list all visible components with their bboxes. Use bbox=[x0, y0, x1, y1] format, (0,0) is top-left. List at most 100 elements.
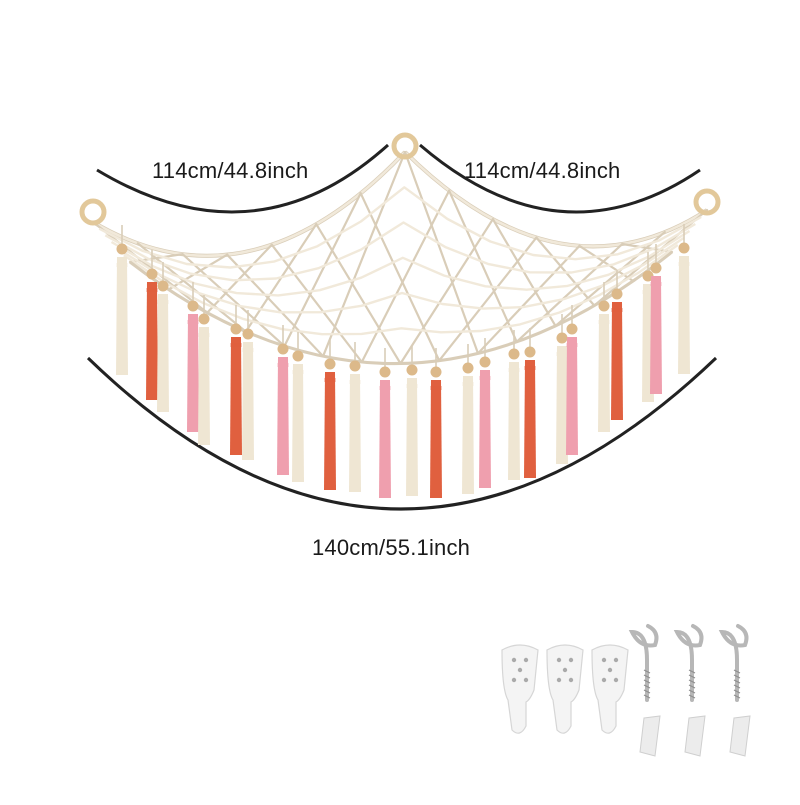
net-mesh-strand bbox=[226, 253, 325, 358]
tassel-wrap bbox=[230, 343, 242, 347]
tassel-icon bbox=[556, 314, 568, 464]
tassel-icon bbox=[678, 224, 690, 374]
tassel-icon bbox=[406, 346, 418, 496]
bead-icon bbox=[116, 243, 128, 255]
right-dimension-label: 114cm/44.8inch bbox=[464, 158, 621, 183]
screw-thread bbox=[643, 669, 651, 674]
net-bottom-edge bbox=[129, 250, 673, 365]
tassel-body bbox=[678, 256, 690, 374]
screw-hook-body bbox=[673, 624, 704, 702]
tassel-icon bbox=[611, 270, 623, 420]
screw-thread bbox=[688, 694, 696, 699]
bottom-dimension-line bbox=[86, 356, 718, 511]
net-mesh-strand bbox=[554, 231, 666, 327]
net-mesh-strand bbox=[515, 242, 624, 343]
screw-thread bbox=[733, 689, 741, 694]
net-mesh-strand bbox=[322, 150, 407, 358]
net-mesh-strand bbox=[438, 236, 538, 362]
tassel-body bbox=[116, 257, 128, 375]
tassel-body bbox=[324, 372, 336, 490]
net-mesh-strand bbox=[399, 218, 494, 365]
nail-hole bbox=[562, 667, 568, 673]
tassel-wrap bbox=[430, 386, 442, 390]
tassel-wrap bbox=[508, 368, 520, 372]
anchor-body bbox=[729, 715, 751, 757]
tassel-icon bbox=[157, 262, 169, 412]
left-dimension-line bbox=[96, 143, 390, 214]
tassel-wrap bbox=[524, 366, 536, 370]
bottom-dimension-label: 140cm/55.1inch bbox=[312, 535, 471, 560]
tassel-icon bbox=[598, 282, 610, 432]
tassel-body bbox=[242, 342, 254, 460]
tassel-icon bbox=[566, 305, 578, 455]
nail-hole bbox=[607, 667, 613, 673]
bead-icon bbox=[566, 323, 578, 335]
tassel-wrap bbox=[566, 343, 578, 347]
wood-rings bbox=[79, 132, 721, 226]
net-mesh-strand bbox=[270, 243, 363, 364]
nail-hole bbox=[511, 677, 517, 683]
bead-icon bbox=[650, 262, 662, 274]
screw-hook-icon bbox=[718, 624, 749, 702]
tassel-wrap bbox=[556, 352, 568, 356]
tassel-fringe bbox=[116, 224, 690, 498]
nail-hole bbox=[556, 677, 562, 683]
tassel-body bbox=[650, 276, 662, 394]
tassel-wrap bbox=[678, 262, 690, 266]
bead-icon bbox=[187, 300, 199, 312]
screw-hook-icon bbox=[628, 624, 659, 702]
hook-plate bbox=[591, 644, 629, 734]
net-mesh-strand bbox=[181, 253, 286, 348]
tassel-wrap bbox=[324, 378, 336, 382]
bead-icon bbox=[524, 346, 536, 358]
tassel-body bbox=[379, 380, 391, 498]
tassel-wrap bbox=[146, 288, 158, 292]
screw-thread bbox=[688, 684, 696, 689]
screw-thread bbox=[643, 679, 651, 684]
tassel-wrap bbox=[479, 376, 491, 380]
tassel-icon bbox=[230, 305, 242, 455]
bead-icon bbox=[379, 366, 391, 378]
tassel-wrap bbox=[598, 320, 610, 324]
screw-hook-body bbox=[718, 624, 749, 702]
tassel-wrap bbox=[242, 348, 254, 352]
bead-icon bbox=[508, 348, 520, 360]
tassel-wrap bbox=[650, 282, 662, 286]
net-mesh-strand bbox=[359, 192, 441, 362]
tassel-body bbox=[277, 357, 289, 475]
tassel-body bbox=[146, 282, 158, 400]
tassel-icon bbox=[277, 325, 289, 475]
tassel-wrap bbox=[611, 308, 623, 312]
anchor-body bbox=[684, 715, 706, 757]
tassel-icon bbox=[187, 282, 199, 432]
nail-hole bbox=[601, 657, 607, 663]
net-row bbox=[110, 229, 691, 297]
screw-thread bbox=[733, 694, 741, 699]
net-mesh-strand bbox=[491, 218, 557, 327]
screw-thread bbox=[733, 674, 741, 679]
tassel-icon bbox=[430, 348, 442, 498]
tassel-icon bbox=[242, 310, 254, 460]
nail-hole bbox=[568, 677, 574, 683]
wall-anchor-icon bbox=[684, 715, 706, 757]
bead-icon bbox=[598, 300, 610, 312]
screw-thread bbox=[643, 674, 651, 679]
screw-thread bbox=[733, 679, 741, 684]
tassel-body bbox=[157, 294, 169, 412]
net-mesh-strand bbox=[593, 208, 709, 307]
bead-icon bbox=[146, 268, 158, 280]
tassel-wrap bbox=[157, 300, 169, 304]
tassel-body bbox=[230, 337, 242, 455]
tassel-body bbox=[187, 314, 199, 432]
nail-hole bbox=[556, 657, 562, 663]
wall-anchor-icon bbox=[729, 715, 751, 757]
net-mesh-strand bbox=[206, 243, 273, 314]
tassel-body bbox=[198, 327, 210, 445]
tassel-icon bbox=[650, 244, 662, 394]
nail-hole bbox=[523, 657, 529, 663]
tassel-body bbox=[479, 370, 491, 488]
wall-anchor-icon bbox=[639, 715, 661, 757]
bead-icon bbox=[324, 358, 336, 370]
